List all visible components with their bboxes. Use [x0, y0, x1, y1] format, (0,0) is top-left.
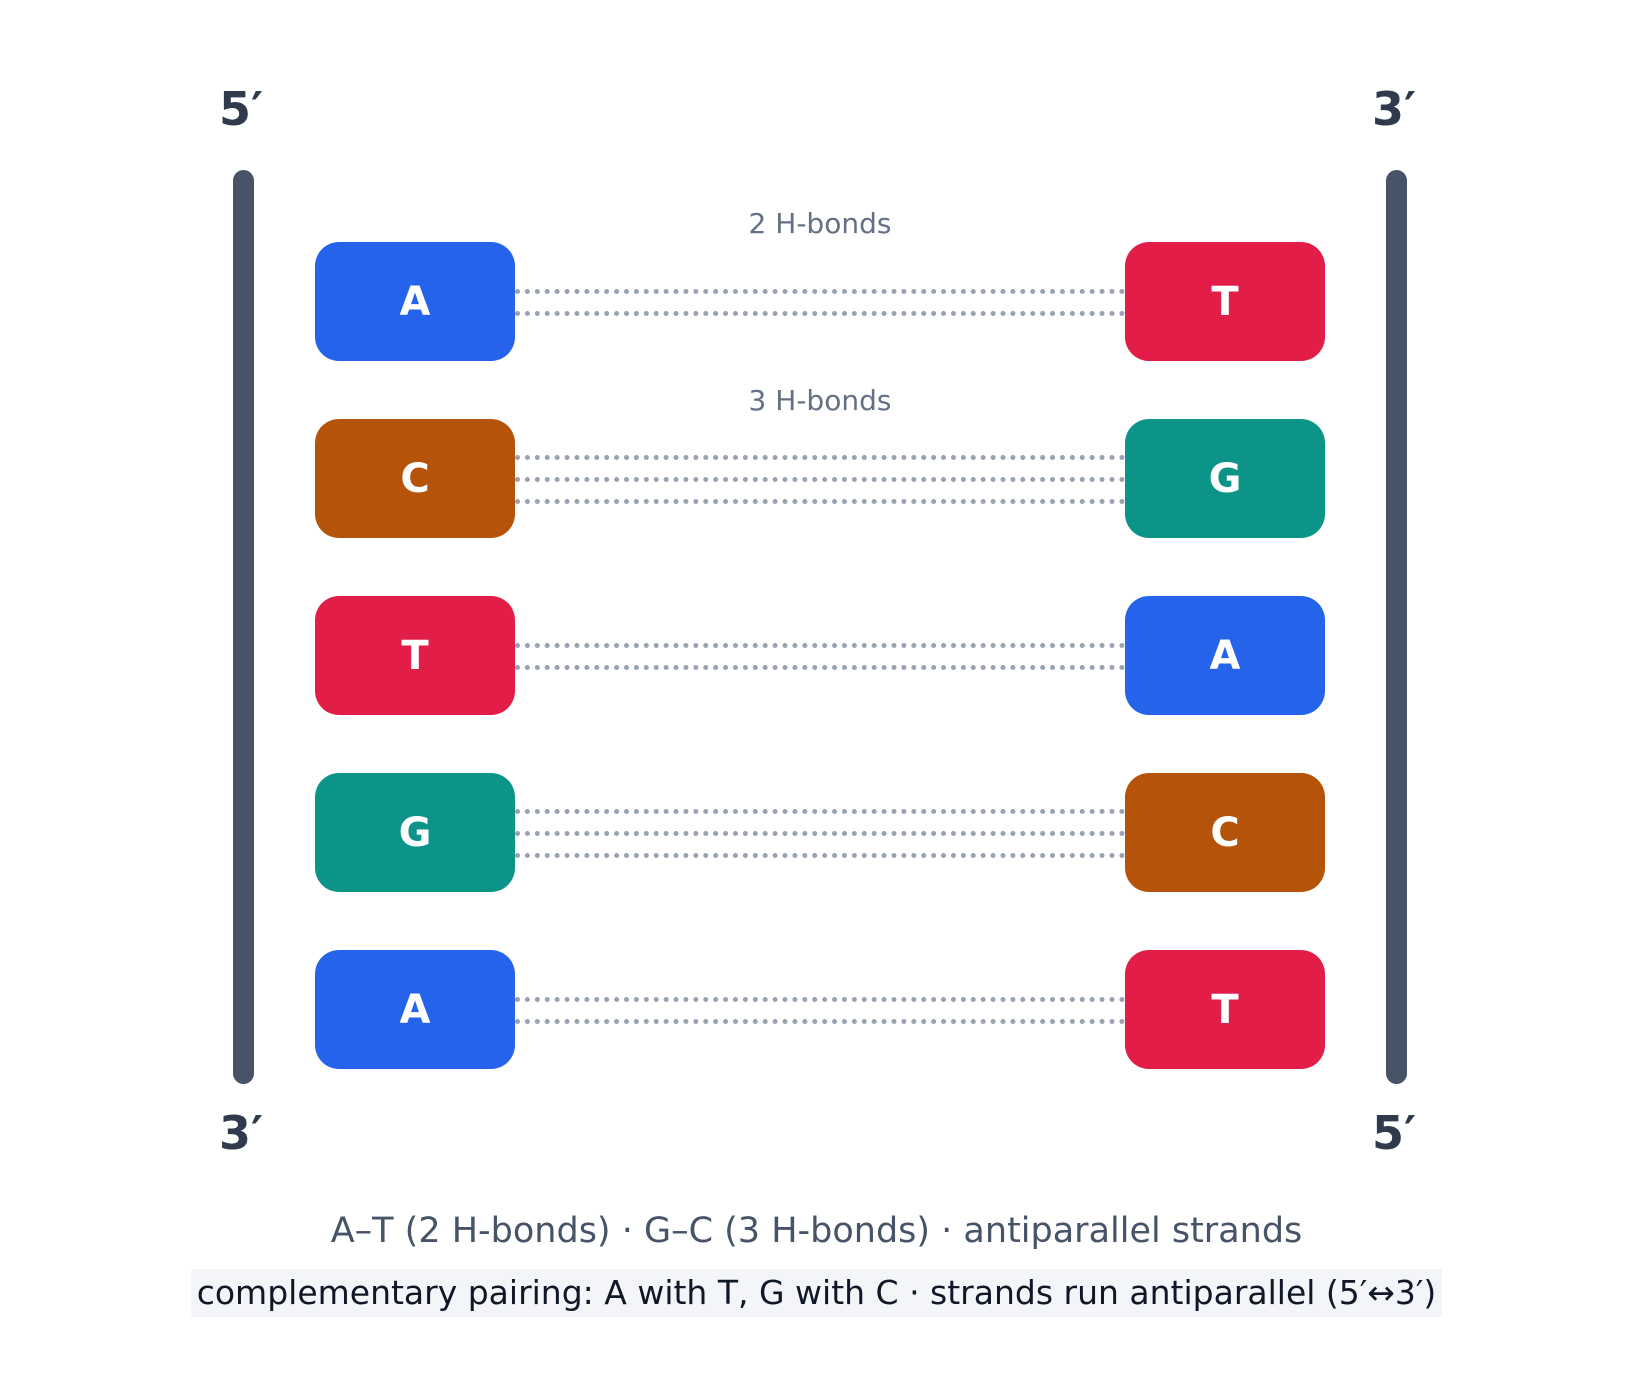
hydrogen-bond-line: [515, 288, 1125, 294]
hydrogen-bond-line: [515, 642, 1125, 648]
hbond-caption-at: 2 H-bonds: [748, 207, 892, 240]
hydrogen-bond-line: [515, 996, 1125, 1002]
hydrogen-bond-line: [515, 310, 1125, 316]
right-strand-top-label: 3′: [1372, 82, 1417, 136]
right-base-g: G: [1125, 419, 1325, 538]
left-strand-top-label: 5′: [219, 82, 264, 136]
left-base-a: A: [315, 950, 515, 1069]
left-strand-bottom-label: 3′: [219, 1106, 264, 1160]
right-base-t: T: [1125, 242, 1325, 361]
right-strand-backbone: [1386, 170, 1407, 1084]
left-base-g: G: [315, 773, 515, 892]
left-base-a: A: [315, 242, 515, 361]
caption-text: complementary pairing: A with T, G with …: [190, 1269, 1443, 1317]
left-base-t: T: [315, 596, 515, 715]
hydrogen-bond-line: [515, 454, 1125, 460]
hydrogen-bond-line: [515, 808, 1125, 814]
hydrogen-bond-line: [515, 1018, 1125, 1024]
left-strand-backbone: [233, 170, 254, 1084]
legend-text: A–T (2 H-bonds) · G–C (3 H-bonds) · anti…: [330, 1211, 1303, 1251]
left-base-c: C: [315, 419, 515, 538]
right-base-a: A: [1125, 596, 1325, 715]
hydrogen-bond-line: [515, 830, 1125, 836]
right-base-t: T: [1125, 950, 1325, 1069]
hydrogen-bond-line: [515, 664, 1125, 670]
hydrogen-bond-line: [515, 476, 1125, 482]
hydrogen-bond-line: [515, 852, 1125, 858]
hydrogen-bond-line: [515, 498, 1125, 504]
right-strand-bottom-label: 5′: [1372, 1106, 1417, 1160]
right-base-c: C: [1125, 773, 1325, 892]
hbond-caption-gc: 3 H-bonds: [748, 384, 892, 417]
caption-container: complementary pairing: A with T, G with …: [0, 1269, 1633, 1317]
